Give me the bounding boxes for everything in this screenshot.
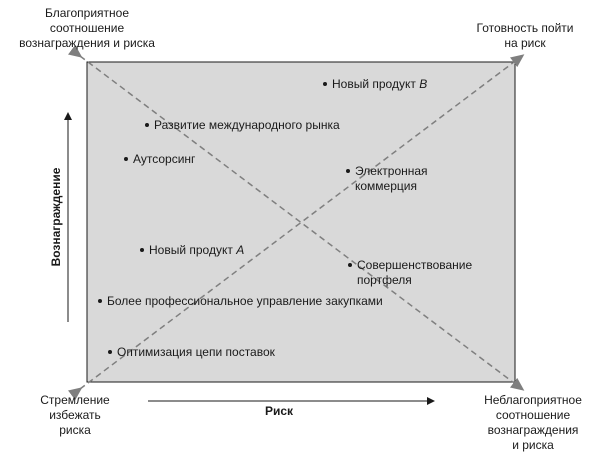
bullet-dot	[124, 156, 128, 161]
bullet-dot	[346, 168, 350, 173]
item-procurement-management-label: Более профессиональное управление закупк…	[107, 294, 383, 308]
item-new-product-b-label-italic: B	[419, 77, 428, 91]
diagonal-bl-tr	[68, 54, 525, 401]
corner-bottom-left-line-1: Стремление	[40, 393, 110, 407]
corner-bottom-right-line-2: соотношение	[495, 408, 571, 422]
bullet-dot	[348, 262, 352, 267]
item-supply-chain-optimization-label: Оптимизация цепи поставок	[117, 345, 275, 359]
corner-bottom-left-line-3: риска	[59, 423, 91, 437]
item-procurement-management: Более профессиональное управление закупк…	[98, 294, 383, 309]
corner-top-left-line-3: вознаграждения и риска	[19, 36, 155, 50]
corner-top-left-line-1: Благоприятное	[44, 6, 130, 20]
corner-top-right: Готовность пойти на риск	[460, 21, 590, 51]
item-e-commerce: Электронная коммерция	[346, 164, 428, 194]
corner-top-right-line-2: на риск	[504, 36, 546, 50]
corner-bottom-right: Неблагоприятное соотношение вознагражден…	[468, 393, 598, 453]
item-portfolio-improvement-label-2: портфеля	[357, 273, 412, 287]
item-new-product-a-label: Новый продукт A	[149, 243, 245, 257]
item-outsourcing-label: Аутсорсинг	[133, 152, 196, 166]
bullet-dot	[323, 81, 327, 86]
item-outsourcing: Аутсорсинг	[124, 152, 195, 167]
y-axis-label: Вознаграждение	[49, 167, 63, 267]
item-e-commerce-label-2: коммерция	[355, 179, 417, 193]
x-axis-label: Риск	[265, 404, 294, 418]
bullet-dot	[145, 122, 149, 127]
corner-top-left-line-2: соотношение	[49, 21, 125, 35]
corner-top-right-line-1: Готовность пойти	[476, 21, 574, 35]
item-portfolio-improvement-label-1: Совершенствование	[357, 258, 473, 272]
item-supply-chain-optimization: Оптимизация цепи поставок	[108, 345, 275, 360]
bullet-dot	[108, 349, 112, 354]
corner-bottom-right-line-1: Неблагоприятное	[484, 393, 582, 407]
bullet-dot	[140, 247, 144, 252]
item-international-market: Развитие международного рынка	[145, 118, 340, 133]
corner-bottom-left: Стремление избежать риска	[25, 393, 125, 438]
corner-top-left: Благоприятное соотношение вознаграждения…	[2, 6, 172, 51]
item-new-product-a: Новый продукт A	[140, 243, 244, 258]
item-e-commerce-label-1: Электронная	[355, 164, 428, 178]
item-new-product-b: Новый продукт B	[323, 77, 427, 92]
item-portfolio-improvement: Совершенствование портфеля	[348, 258, 472, 288]
corner-bottom-right-line-4: и риска	[512, 438, 554, 452]
bullet-dot	[98, 298, 102, 303]
item-international-market-label: Развитие международного рынка	[154, 118, 340, 132]
item-new-product-a-label-italic: A	[236, 243, 245, 257]
corner-bottom-right-line-3: вознаграждения	[487, 423, 579, 437]
corner-bottom-left-line-2: избежать	[49, 408, 101, 422]
item-new-product-b-label: Новый продукт B	[332, 77, 428, 91]
